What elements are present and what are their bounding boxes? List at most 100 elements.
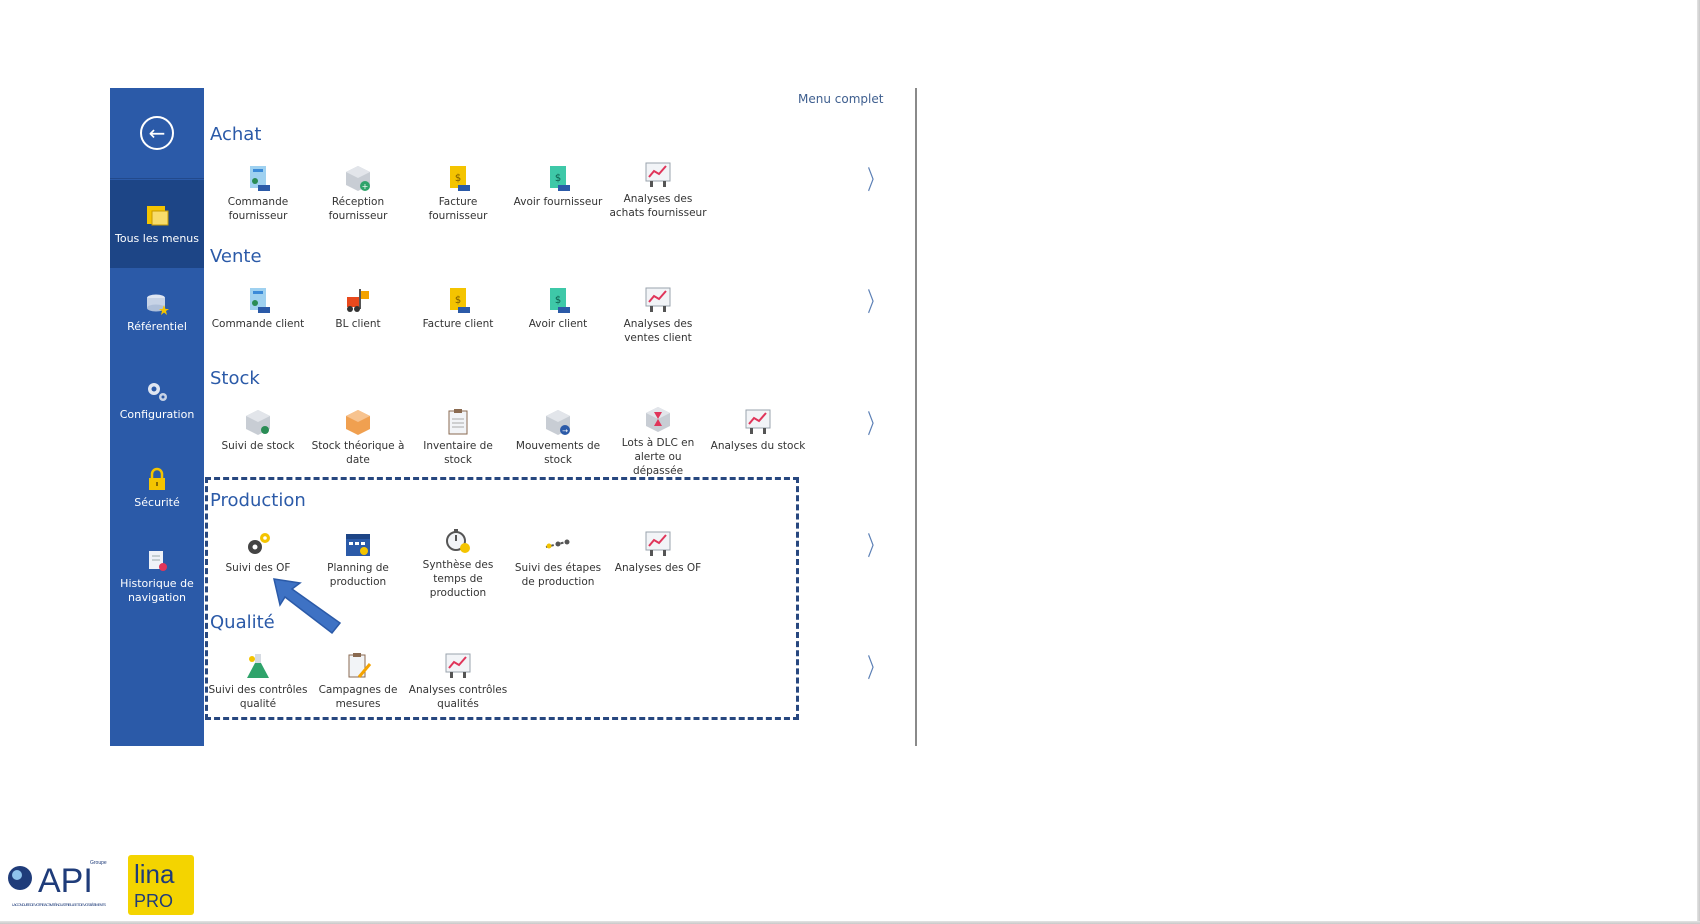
- tile-reception-fournisseur[interactable]: + Réception fournisseur: [308, 163, 408, 249]
- tile-suivi-controles-qualite[interactable]: Suivi des contrôles qualité: [208, 651, 308, 737]
- chevron-right-icon[interactable]: 〉: [867, 532, 883, 562]
- credit-note-icon: $: [550, 288, 570, 313]
- tile-facture-fournisseur[interactable]: $ Facture fournisseur: [408, 163, 508, 249]
- tile-analyses-du-stock[interactable]: Analyses du stock: [708, 407, 808, 493]
- tile-label: Avoir fournisseur: [513, 196, 603, 208]
- tile-label: Analyses des achats fournisseur: [609, 193, 707, 219]
- chevron-right-icon[interactable]: 〉: [867, 654, 883, 684]
- api-group-logo: API Groupe LA CONDUITE DE VOTRE ACTIVITÉ…: [8, 860, 107, 907]
- tile-label: BL client: [335, 318, 381, 330]
- invoice-icon: $: [450, 288, 470, 313]
- tile-commande-client[interactable]: Commande client: [208, 285, 308, 371]
- analytics-board-icon: [645, 531, 671, 556]
- tile-analyses-des-of[interactable]: Analyses des OF: [608, 529, 708, 615]
- gears-icon: [148, 382, 167, 401]
- chevron-right-icon[interactable]: 〉: [867, 288, 883, 318]
- chevron-right-icon[interactable]: 〉: [867, 166, 883, 196]
- sidebar-item-securite[interactable]: Sécurité: [110, 444, 204, 532]
- svg-text:→: →: [562, 427, 568, 435]
- section-title-achat: Achat: [210, 124, 262, 145]
- tile-label: Facture client: [422, 318, 494, 330]
- sidebar-item-label: Configuration: [119, 407, 195, 421]
- tile-label: Analyses contrôles qualités: [408, 684, 508, 710]
- analytics-board-icon: [745, 409, 771, 434]
- gears-icon: [248, 533, 270, 554]
- slide-frame-bottom: [0, 921, 1700, 924]
- box-receive-icon: +: [346, 166, 370, 191]
- section-title-production: Production: [210, 490, 306, 511]
- tile-campagnes-de-mesures[interactable]: Campagnes de mesures: [308, 651, 408, 737]
- tile-lots-dlc[interactable]: Lots à DLC en alerte ou dépassée: [608, 404, 708, 490]
- lina-pro-logo: lina PRO: [128, 855, 194, 915]
- menu-complet-link[interactable]: Menu complet: [798, 92, 884, 106]
- tile-label: Réception fournisseur: [328, 196, 388, 222]
- analytics-board-icon: [645, 162, 671, 187]
- panel-divider: [915, 88, 917, 746]
- tile-commande-fournisseur[interactable]: Commande fournisseur: [208, 163, 308, 249]
- svg-text:LA CONDUITE DE VOTRE ACTIVITÉ: LA CONDUITE DE VOTRE ACTIVITÉ INDUSTRIEL…: [12, 902, 106, 907]
- tile-planning-de-production[interactable]: Planning de production: [308, 529, 408, 615]
- tile-label: Synthèse des temps de production: [422, 559, 494, 599]
- tile-label: Analyses des OF: [614, 562, 702, 574]
- sidebar-item-label: Historique de navigation: [120, 576, 194, 604]
- back-button[interactable]: ←: [110, 88, 204, 179]
- tile-analyses-ventes[interactable]: Analyses des ventes client: [608, 285, 708, 371]
- tile-suivi-de-stock[interactable]: Suivi de stock: [208, 407, 308, 493]
- tile-analyses-achats[interactable]: Analyses des achats fournisseur: [608, 160, 708, 246]
- sidebar-item-label: Sécurité: [134, 495, 180, 509]
- purchase-order-icon: [250, 166, 270, 191]
- tile-analyses-controles[interactable]: Analyses contrôles qualités: [408, 651, 508, 737]
- sidebar-item-label: Référentiel: [127, 319, 187, 333]
- arrow-left-circle-icon: ←: [140, 116, 174, 150]
- svg-text:$: $: [455, 295, 461, 306]
- tile-bl-client[interactable]: BL client: [308, 285, 408, 371]
- tile-mouvements-de-stock[interactable]: → Mouvements de stock: [508, 407, 608, 493]
- tile-label: Stock théorique à date: [311, 440, 405, 466]
- tile-label: Suivi des OF: [225, 562, 291, 574]
- box-orange-icon: [346, 410, 370, 435]
- section-title-vente: Vente: [210, 246, 262, 267]
- sidebar-item-configuration[interactable]: Configuration: [110, 356, 204, 444]
- calendar-gear-icon: [346, 534, 370, 556]
- invoice-icon: $: [450, 166, 470, 191]
- tile-label: Commande client: [211, 318, 305, 330]
- tile-label: Suivi des étapes de production: [514, 562, 602, 588]
- tile-avoir-fournisseur[interactable]: $ Avoir fournisseur: [508, 163, 608, 249]
- clipboard-icon: [448, 409, 468, 435]
- database-star-icon: [147, 294, 169, 315]
- highlight-dashed-box: [205, 477, 799, 720]
- sidebar-item-referentiel[interactable]: Référentiel: [110, 268, 204, 356]
- tile-inventaire-de-stock[interactable]: Inventaire de stock: [408, 407, 508, 493]
- svg-text:lina: lina: [134, 859, 175, 889]
- forklift-icon: [347, 289, 369, 312]
- tile-avoir-client[interactable]: $ Avoir client: [508, 285, 608, 371]
- tile-label: Analyses du stock: [710, 440, 806, 452]
- tile-synthese-des-temps[interactable]: Synthèse des temps de production: [408, 526, 508, 612]
- svg-text:API: API: [38, 862, 93, 900]
- tile-suivi-des-etapes[interactable]: Suivi des étapes de production: [508, 529, 608, 615]
- svg-text:$: $: [455, 173, 461, 184]
- tile-stock-theorique[interactable]: Stock théorique à date: [308, 407, 408, 493]
- section-title-qualite: Qualité: [210, 612, 275, 633]
- tile-label: Facture fournisseur: [428, 196, 488, 222]
- slide-frame-right: [1697, 0, 1700, 924]
- tile-facture-client[interactable]: $ Facture client: [408, 285, 508, 371]
- sidebar: ← Tous les menus Référentiel Configurati…: [110, 88, 204, 746]
- tile-label: Inventaire de stock: [423, 440, 493, 466]
- pointer-arrow-icon: [273, 578, 342, 635]
- tile-label: Planning de production: [327, 562, 389, 588]
- clipboard-pencil-icon: [348, 653, 372, 678]
- sidebar-item-historique[interactable]: Historique de navigation: [110, 532, 204, 620]
- lock-icon: [149, 467, 165, 490]
- sidebar-item-tous-les-menus[interactable]: Tous les menus: [110, 180, 204, 268]
- flask-icon: [247, 654, 269, 678]
- tile-suivi-des-of[interactable]: Suivi des OF: [208, 529, 308, 615]
- svg-text:+: +: [362, 182, 369, 191]
- tile-label: Lots à DLC en alerte ou dépassée: [621, 437, 695, 477]
- customer-order-icon: [250, 288, 270, 313]
- tile-label: Suivi des contrôles qualité: [208, 684, 308, 710]
- svg-text:PRO: PRO: [134, 891, 173, 911]
- svg-text:$: $: [555, 173, 561, 184]
- chevron-right-icon[interactable]: 〉: [867, 410, 883, 440]
- section-title-stock: Stock: [210, 368, 260, 389]
